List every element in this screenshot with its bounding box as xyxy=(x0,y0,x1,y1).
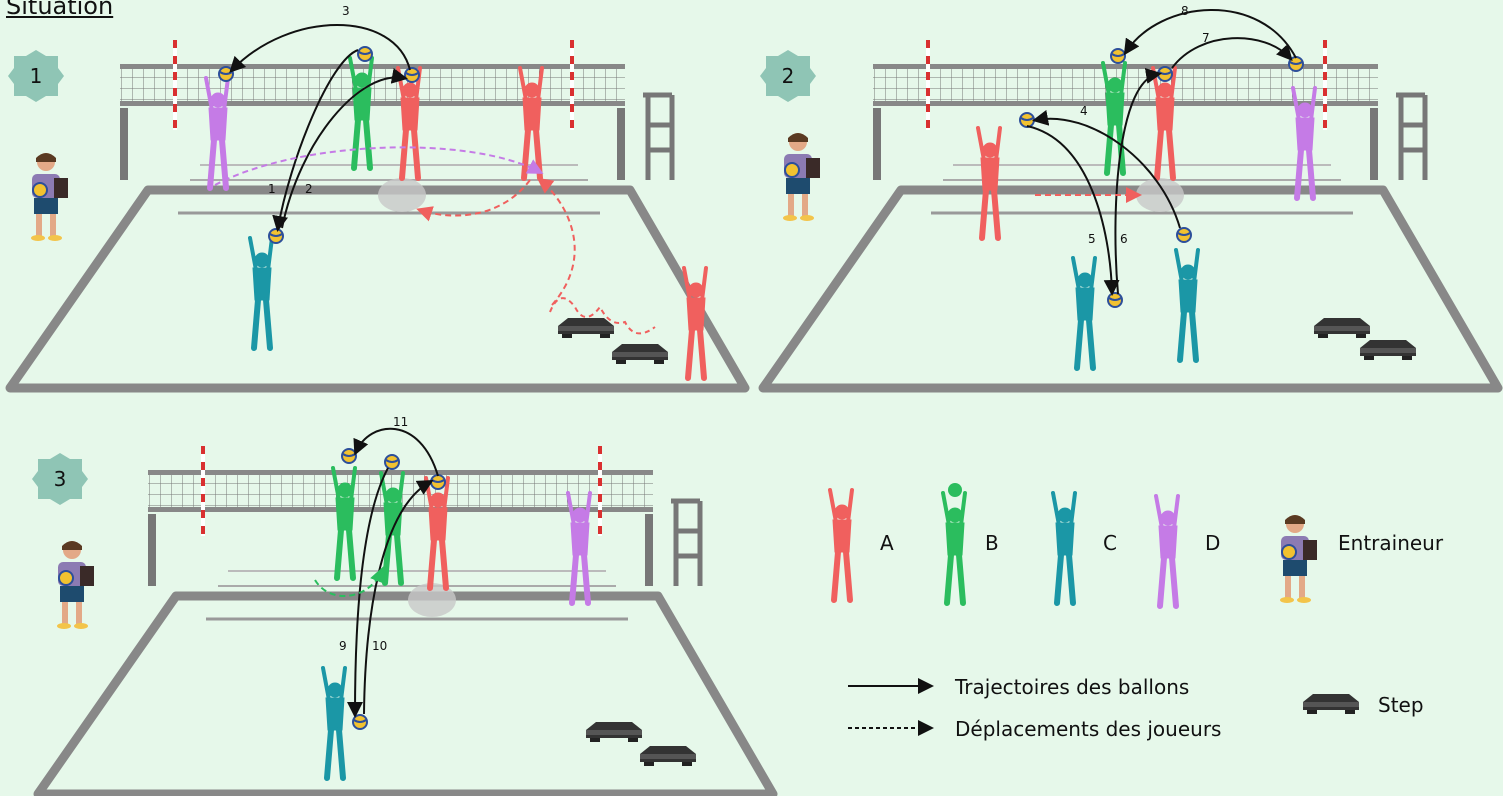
label-5: 5 xyxy=(1088,232,1096,246)
ball-2b xyxy=(1158,67,1172,81)
step-1b xyxy=(612,344,668,364)
label-2: 2 xyxy=(305,182,313,196)
ball-2f xyxy=(1177,228,1191,242)
panel-3: 3 11 9 10 xyxy=(32,415,773,794)
player-c-1 xyxy=(250,238,272,348)
step-3a xyxy=(586,722,642,742)
coach-2 xyxy=(783,133,820,221)
label-1: 1 xyxy=(268,182,276,196)
label-9: 9 xyxy=(339,639,347,653)
player-a-1c xyxy=(684,268,706,378)
player-b-1 xyxy=(350,58,372,168)
player-d-2 xyxy=(1293,88,1315,198)
player-c-3 xyxy=(323,668,345,778)
legend-player-move-label: Déplacements des joueurs xyxy=(955,717,1221,741)
panel-1-number: 1 xyxy=(30,64,43,88)
legend: A B C D Entraineur Trajectoires des ball… xyxy=(830,483,1444,741)
label-8: 8 xyxy=(1181,4,1189,18)
player-a-1b xyxy=(520,68,542,178)
label-7: 7 xyxy=(1202,31,1210,45)
ball-2a xyxy=(1111,49,1125,63)
ball-3d xyxy=(353,715,367,729)
legend-coach-label: Entraineur xyxy=(1338,531,1444,555)
step-2b xyxy=(1360,340,1416,360)
ball-2c xyxy=(1289,57,1303,71)
coach-1 xyxy=(31,153,68,241)
label-11: 11 xyxy=(393,415,408,429)
label-6: 6 xyxy=(1120,232,1128,246)
court-3 xyxy=(38,446,773,794)
ball-2e xyxy=(1108,293,1122,307)
player-b-3b xyxy=(381,473,403,583)
ball-1a xyxy=(219,67,233,81)
label-4: 4 xyxy=(1080,104,1088,118)
player-d-1 xyxy=(206,78,228,188)
player-c-2 xyxy=(1073,258,1095,368)
step-2a xyxy=(1314,318,1370,338)
ball-1b xyxy=(358,47,372,61)
player-b-3 xyxy=(333,468,355,578)
ball-2d xyxy=(1020,113,1034,127)
court-1 xyxy=(10,40,745,388)
panel-1: 1 3 1 2 xyxy=(8,4,745,388)
legend-a-figure xyxy=(830,490,852,600)
ball-1c xyxy=(405,68,419,82)
label-3: 3 xyxy=(342,4,350,18)
legend-d-figure xyxy=(1156,496,1178,606)
legend-ball-path-label: Trajectoires des ballons xyxy=(954,675,1189,699)
ball-3a xyxy=(342,449,356,463)
ball-3b xyxy=(385,455,399,469)
player-c-2b xyxy=(1176,250,1198,360)
legend-b-figure xyxy=(943,493,965,603)
label-10: 10 xyxy=(372,639,387,653)
ball-1d xyxy=(269,229,283,243)
player-a-2b xyxy=(1153,68,1175,178)
legend-step-label: Step xyxy=(1378,693,1424,717)
step-1a xyxy=(558,318,614,338)
coach-3 xyxy=(57,541,94,629)
legend-b-label: B xyxy=(985,531,999,555)
player-a-1 xyxy=(398,68,420,178)
player-a-2 xyxy=(978,128,1000,238)
ball-3c xyxy=(431,475,445,489)
legend-coach-figure xyxy=(1280,515,1317,603)
court-2 xyxy=(763,40,1498,388)
legend-c-label: C xyxy=(1103,531,1117,555)
legend-c-figure xyxy=(1053,493,1075,603)
panel-3-number: 3 xyxy=(54,467,67,491)
panel-2-number: 2 xyxy=(782,64,795,88)
step-3b xyxy=(640,746,696,766)
player-b-2 xyxy=(1103,63,1125,173)
legend-a-label: A xyxy=(880,531,894,555)
panel-2: 2 8 7 4 5 6 xyxy=(760,4,1498,388)
legend-d-label: D xyxy=(1205,531,1220,555)
legend-step-figure xyxy=(1303,694,1359,714)
